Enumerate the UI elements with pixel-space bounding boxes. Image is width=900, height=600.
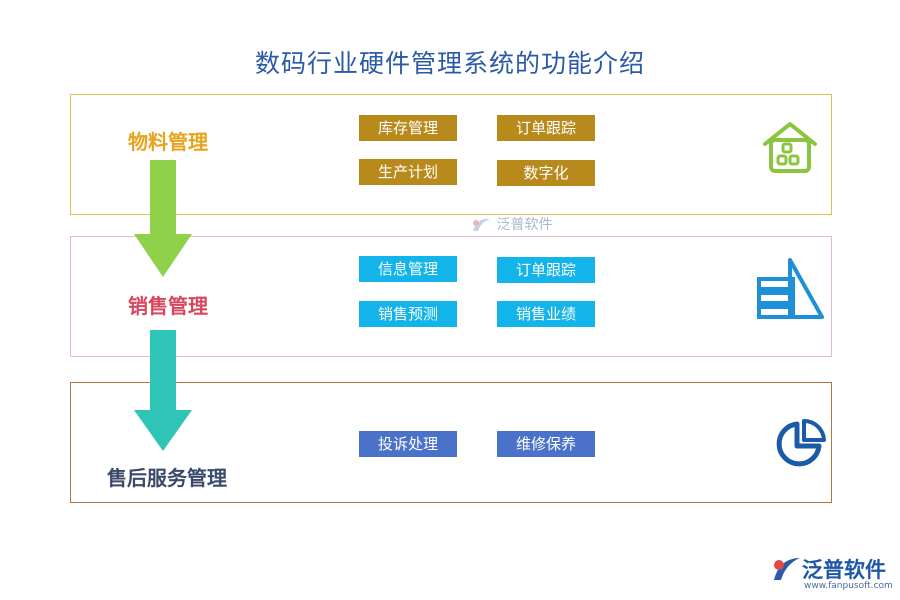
tag-info-management: 信息管理 [359,256,457,282]
tag-sales-forecast: 销售预测 [359,301,457,327]
page-title: 数码行业硬件管理系统的功能介绍 [254,49,645,78]
tag-sales-performance: 销售业绩 [497,301,595,327]
pie-chart-icon [776,418,826,467]
tag-production-plan: 生产计划 [359,159,457,185]
tag-digitalization: 数字化 [497,160,595,186]
watermark: 泛普软件 [470,214,552,234]
panel-material-management [70,94,832,215]
watermark-text: 泛普软件 [496,217,553,233]
tag-order-tracking: 订单跟踪 [497,115,595,141]
fanpu-brand-icon [774,558,800,580]
section-label-after-sales: 售后服务管理 [107,466,227,490]
arrow-down-green-icon [134,160,192,277]
tag-inventory-management: 库存管理 [359,115,457,141]
pyramid-chart-icon [757,258,824,319]
logo-brand-text: 泛普软件 [802,558,886,582]
section-label-material: 物料管理 [128,130,208,154]
home-icon [763,122,817,173]
tag-maintenance: 维修保养 [497,431,595,457]
tag-order-tracking-sales: 订单跟踪 [497,257,595,283]
section-label-sales: 销售管理 [128,294,208,318]
arrow-down-teal-icon [134,330,192,451]
tag-complaint-handling: 投诉处理 [359,431,457,457]
fanpu-logo-icon [473,218,490,231]
logo-url-text: www.fanpusoft.com [804,581,893,591]
